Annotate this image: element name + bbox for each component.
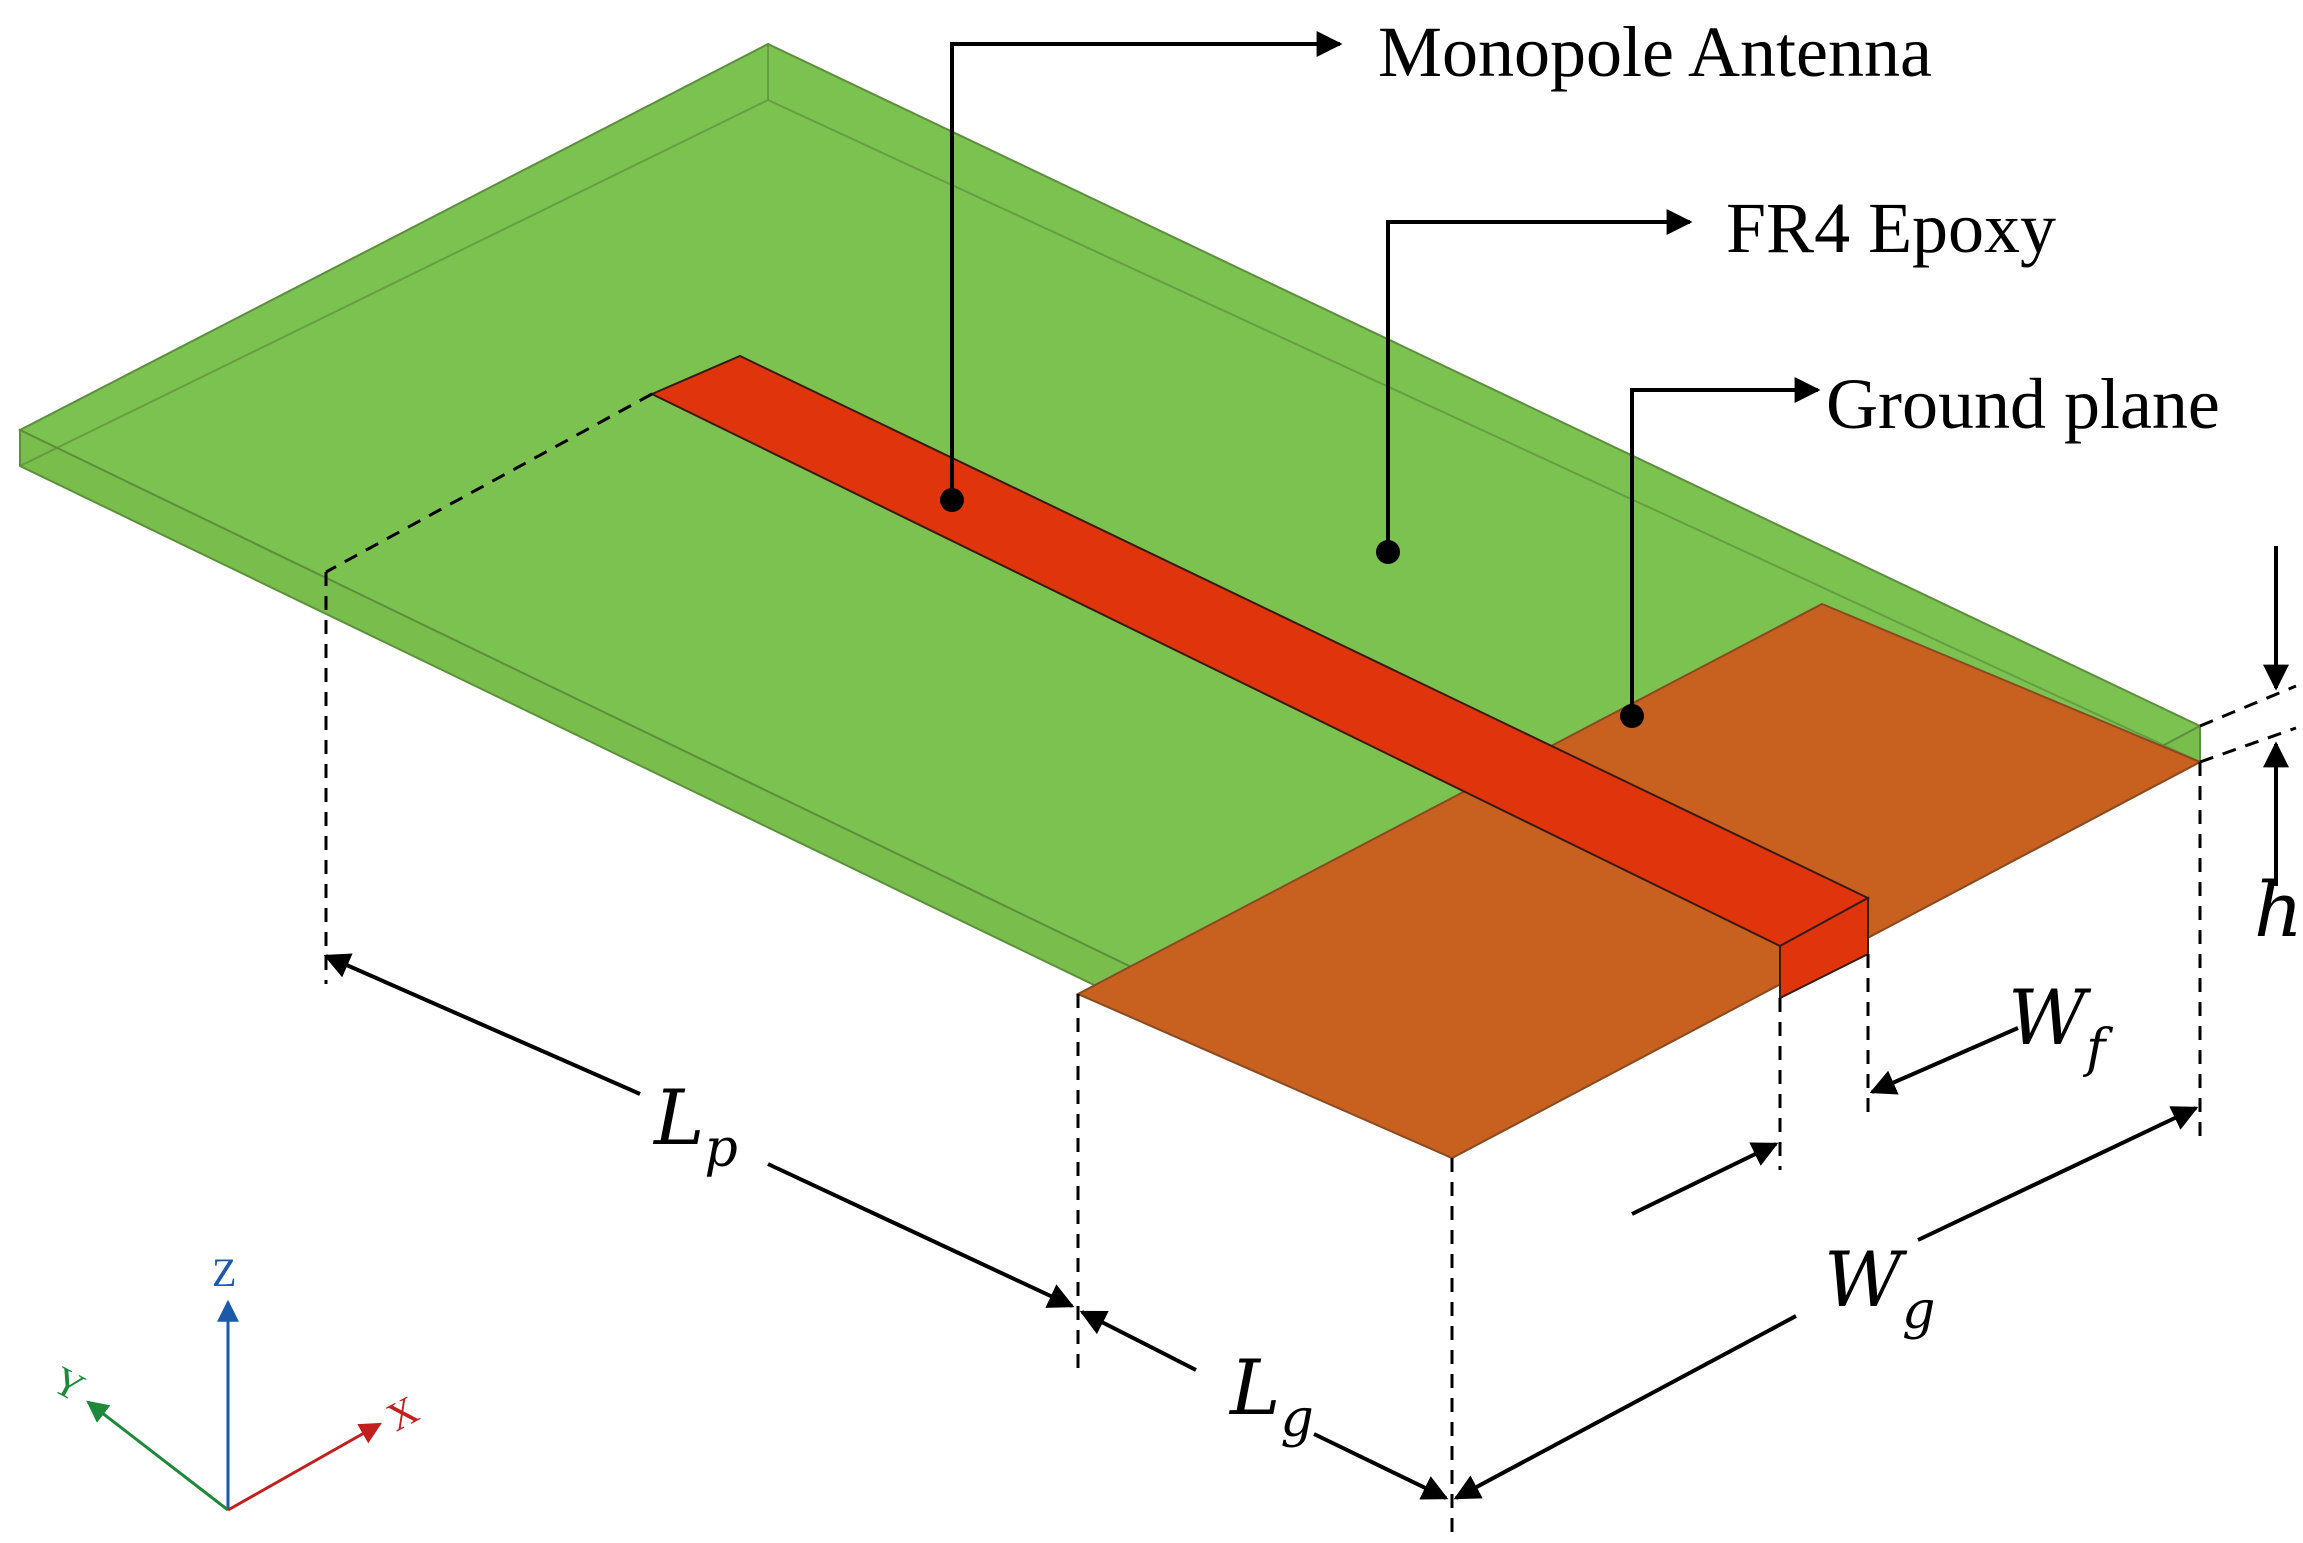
lp-label-main: L — [652, 1073, 704, 1162]
y-axis-line — [86, 1400, 229, 1512]
lg-label-main: L — [1228, 1343, 1280, 1432]
x-axis-label: X — [379, 1387, 426, 1440]
ground-label: Ground plane — [1826, 364, 2220, 444]
wf-dimension-a — [1631, 1142, 1779, 1216]
h-extension-bottom — [2199, 726, 2297, 764]
callouts: Monopole Antenna FR4 Epoxy Ground plane — [940, 12, 2220, 728]
wg-dimension-a — [1453, 1314, 1797, 1500]
extension-lines — [324, 392, 2297, 1532]
wf-label: Wf — [2008, 973, 2113, 1079]
wf-label-main: W — [2008, 973, 2092, 1062]
lg-dimension-b — [1313, 1432, 1449, 1500]
lg-dimension-a — [1079, 1310, 1197, 1372]
wg-label-sub: g — [1902, 1281, 1935, 1341]
lg-label: Lg — [1228, 1343, 1314, 1449]
substrate-inner-edge — [767, 99, 2201, 763]
wg-label: Wg — [1824, 1235, 1935, 1341]
ground-leader — [1630, 377, 1821, 716]
lp-label-sub: p — [704, 1119, 737, 1179]
monopole-leader-dot — [940, 488, 964, 512]
lp-label: Lp — [652, 1073, 738, 1179]
wf-dimension-b — [1869, 1026, 2019, 1095]
substrate-label: FR4 Epoxy — [1726, 188, 2056, 268]
monopole-label: Monopole Antenna — [1378, 12, 1932, 92]
x-axis-line — [227, 1422, 382, 1512]
y-axis-label: Y — [46, 1357, 93, 1410]
ground-leader-dot — [1620, 704, 1644, 728]
substrate-leader-dot — [1376, 540, 1400, 564]
lp-extension-top — [325, 392, 653, 574]
lp-dimension-b — [767, 1162, 1075, 1308]
lg-label-sub: g — [1280, 1389, 1313, 1449]
substrate-leader — [1386, 209, 1693, 552]
h-extension-top — [2199, 684, 2297, 728]
monopole-leader — [950, 31, 1343, 500]
wg-dimension-b — [1917, 1106, 2199, 1242]
axis-triad: Z Y X — [46, 1250, 426, 1512]
wg-label-main: W — [1824, 1235, 1908, 1324]
z-axis-label: Z — [212, 1250, 236, 1295]
lp-dimension-a — [323, 953, 641, 1096]
wf-label-sub: f — [2082, 1019, 2113, 1079]
h-label: h — [2254, 865, 2303, 954]
dimension-lines — [323, 546, 2289, 1500]
